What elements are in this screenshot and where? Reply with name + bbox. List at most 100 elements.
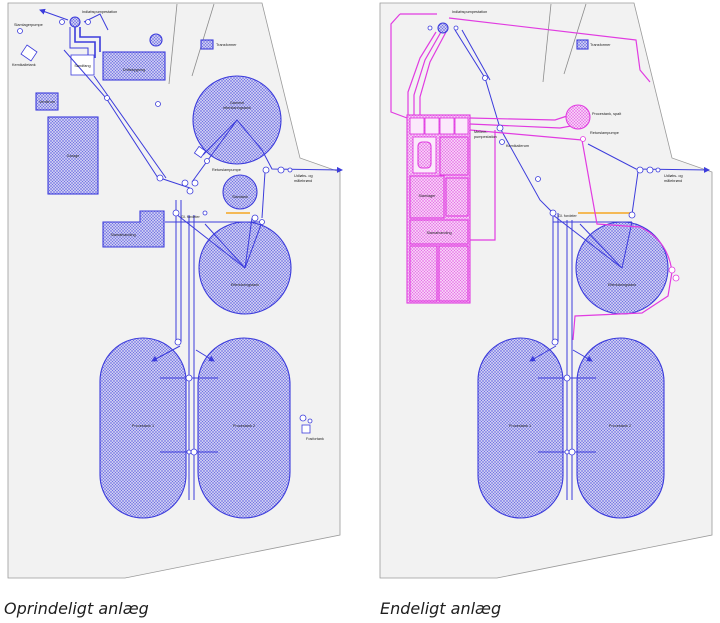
garage: [47, 116, 99, 195]
sludge-tank: [222, 174, 258, 210]
process-tank-1: [477, 337, 564, 519]
label-old-distributor: Gl. fordeler: [181, 215, 201, 219]
outlet-well: [277, 166, 285, 174]
label-return-sludge-pump: Returslampumpe: [212, 168, 241, 172]
label-dewatering: Slamafvanding: [426, 231, 451, 235]
label-return-sludge-pump: Returslampumpe: [590, 131, 619, 135]
small-tank: [149, 33, 163, 47]
clarifier-inlet-pipe: [244, 217, 253, 269]
tank-node: [185, 374, 193, 382]
new-feed-pipe: [407, 31, 437, 115]
label-process-tank-1: Procestank 1: [132, 424, 154, 428]
label-split-tank: Procestank, spalt: [592, 112, 622, 116]
label-process-tank-2: Procestank 2: [233, 424, 255, 428]
clarifier-inlet-pipe: [175, 213, 246, 269]
pipe-node: [156, 174, 164, 182]
pipe-node: [191, 179, 199, 187]
inlet-pipe: [79, 27, 101, 52]
building-room: [409, 245, 438, 302]
riser-pipe: [631, 171, 639, 215]
tank-inlet-node: [551, 338, 559, 346]
dewatering-room: [409, 219, 469, 245]
label-intermediate-pump: pumpestation: [474, 135, 497, 139]
pipe-node: [186, 187, 194, 195]
pipe-node: [155, 101, 161, 107]
outlet-well: [287, 167, 293, 173]
building-bay: [454, 117, 469, 135]
distributor-node: [172, 209, 180, 217]
label-outlet: målebrønd: [664, 179, 682, 183]
label-chemical-tank: Kemikalietank: [12, 63, 36, 67]
panel-original: Indløbspumpestation Slamlagerpumpe Kemik…: [7, 2, 343, 579]
pipe-node: [104, 95, 110, 101]
clarifier-inlet-pipe: [579, 223, 623, 269]
road-line: [168, 3, 178, 85]
label-sludge-tank: Slamtank: [232, 195, 248, 199]
inlet-pipe: [74, 27, 96, 58]
distributor-node: [628, 211, 636, 219]
label-valve-room: Ventilrum: [39, 100, 55, 104]
caption-original: Oprindeligt anlæg: [4, 599, 149, 618]
new-connection-pipe: [469, 115, 568, 121]
main-pipe: [461, 29, 491, 81]
outlet-well: [646, 166, 654, 174]
clarifier-inlet-pipe: [621, 221, 633, 269]
operations-building: [102, 51, 166, 81]
label-clarifier: Efterklaringstank: [608, 283, 636, 287]
riser-pipe: [261, 171, 266, 219]
outlet-well: [636, 166, 644, 174]
tank-node: [568, 448, 576, 456]
split-tank: [565, 104, 591, 130]
distributor-node: [259, 219, 265, 225]
distributor-node: [202, 210, 208, 216]
tank-node: [564, 449, 570, 455]
building-room: [438, 245, 469, 302]
distributor-node: [251, 214, 259, 222]
inflow-pipe: [39, 8, 69, 21]
tank-node: [563, 374, 571, 382]
building-bay: [424, 117, 440, 135]
new-bypass-pipe: [390, 13, 408, 119]
label-outlet: målebrønd: [294, 179, 312, 183]
label-process-tank-2: Procestank 2: [609, 424, 631, 428]
road-line: [542, 3, 552, 83]
building-room: [445, 177, 469, 217]
outlet-pipe: [587, 143, 710, 173]
label-inlet-pump: Indløbspumpestation: [82, 10, 117, 14]
building-bay: [409, 117, 425, 135]
inlet-pump-station: [69, 16, 81, 28]
tank-node: [186, 449, 192, 455]
pipe-node: [85, 19, 91, 25]
label-operations-building: Driftsbygning: [123, 68, 145, 72]
new-feed-pipe: [419, 31, 447, 115]
label-chemical-room: Kemikalierum: [506, 144, 529, 148]
process-tank-2: [197, 337, 291, 519]
label-clarifier: Efterklaringstank: [231, 283, 259, 287]
panel-final: Indløbspumpestation Transformer Procesta…: [379, 2, 713, 579]
new-connection-pipe: [469, 129, 583, 141]
label-old-clarifier: Gammel: [230, 101, 245, 105]
new-inlet-pipe: [448, 17, 651, 83]
new-node: [668, 266, 676, 274]
main-pipe: [93, 75, 167, 179]
return-sludge-pump: [193, 145, 207, 159]
tank-feed-pipe: [151, 345, 181, 362]
label-phosphorus-tank: Fosfortank: [306, 437, 324, 441]
building-basin: [417, 141, 432, 169]
clarifier-inlet-pipe: [244, 221, 263, 269]
pipe-node: [181, 179, 189, 187]
distributor-node: [549, 209, 557, 217]
caption-final: Endeligt anlæg: [380, 599, 501, 618]
sludge-storage-room: [409, 175, 445, 219]
inlet-pipe: [83, 13, 109, 31]
pipe-node: [482, 75, 488, 81]
sludge-pump-node: [17, 28, 23, 34]
valve-room: [35, 92, 59, 111]
clarifier-feed-pipe: [202, 119, 238, 156]
building-bay: [439, 117, 455, 135]
tank-node: [190, 448, 198, 456]
pipe-node: [204, 158, 210, 164]
label-process-tank-1: Procestank 1: [509, 424, 531, 428]
building-room: [439, 136, 469, 176]
new-node: [672, 274, 680, 282]
